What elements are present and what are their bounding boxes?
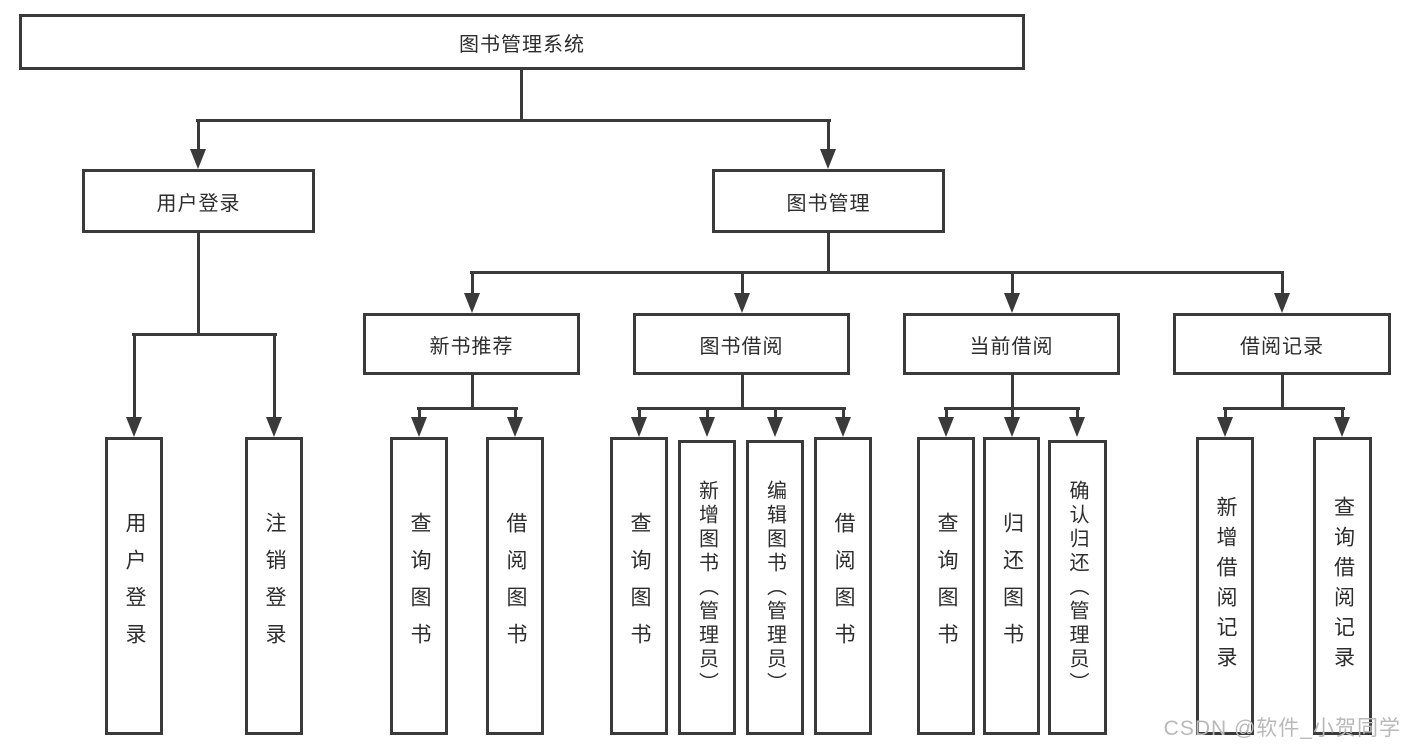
connector-line	[842, 408, 845, 418]
connector-line	[1341, 408, 1344, 418]
leaf-label: 查询借阅记录	[1331, 496, 1355, 676]
leaf-confirm-return-admin: 确认归还（管理员）	[1048, 440, 1107, 735]
leaf-label: 确认归还（管理员）	[1066, 479, 1088, 696]
leaf-add-borrow-record: 新增借阅记录	[1196, 437, 1254, 735]
arrow-down-icon	[734, 293, 750, 313]
connector-line	[133, 334, 136, 418]
node-root-system: 图书管理系统	[19, 14, 1025, 70]
connector-line	[827, 120, 830, 150]
connector-line	[417, 407, 518, 410]
leaf-borrow-books-recommend: 借阅图书	[486, 437, 544, 735]
connector-line	[827, 233, 830, 273]
connector-line	[470, 271, 1284, 274]
connector-line	[1076, 408, 1079, 418]
arrow-down-icon	[699, 417, 715, 437]
arrow-down-icon	[1004, 293, 1020, 313]
connector-line	[1224, 408, 1227, 418]
node-label: 图书管理	[786, 192, 871, 215]
leaf-label: 查询图书	[628, 512, 651, 660]
connector-line	[197, 120, 200, 150]
leaf-query-books-recommend: 查询图书	[390, 437, 448, 735]
connector-line	[1011, 375, 1014, 409]
arrow-down-icon	[631, 417, 647, 437]
node-label: 借阅记录	[1240, 335, 1324, 358]
connector-line	[471, 272, 474, 294]
connector-line	[1281, 272, 1284, 294]
leaf-label: 借阅图书	[504, 512, 527, 660]
connector-line	[196, 119, 831, 122]
connector-line	[741, 272, 744, 294]
leaf-logout: 注销登录	[245, 437, 303, 735]
connector-line	[273, 334, 276, 418]
connector-line	[706, 408, 709, 418]
connector-line	[1011, 272, 1014, 294]
arrow-down-icon	[266, 417, 282, 437]
node-borrowing-records: 借阅记录	[1173, 313, 1391, 375]
node-label: 图书借阅	[699, 335, 784, 358]
connector-line	[520, 69, 523, 121]
arrow-down-icon	[1274, 293, 1290, 313]
node-book-borrowing: 图书借阅	[633, 313, 850, 375]
node-new-book-recommendation: 新书推荐	[363, 313, 580, 375]
connector-line	[741, 375, 744, 409]
leaf-label: 借阅图书	[832, 512, 855, 660]
arrow-down-icon	[411, 417, 427, 437]
leaf-query-books-current: 查询图书	[917, 437, 975, 735]
arrow-down-icon	[938, 417, 954, 437]
node-label: 用户登录	[156, 192, 241, 215]
connector-line	[774, 408, 777, 418]
node-user-login: 用户登录	[82, 169, 315, 233]
connector-line	[1223, 407, 1345, 410]
leaf-label: 归还图书	[1000, 512, 1024, 660]
leaf-query-borrow-record: 查询借阅记录	[1313, 437, 1372, 735]
node-label: 图书管理系统	[459, 33, 585, 56]
connector-line	[471, 375, 474, 409]
leaf-edit-books-admin: 编辑图书（管理员）	[746, 440, 804, 735]
arrow-down-icon	[1069, 417, 1085, 437]
arrow-down-icon	[820, 149, 836, 169]
connector-line	[1281, 375, 1284, 409]
leaf-user-login: 用户登录	[105, 437, 163, 735]
csdn-watermark: CSDN @软件_小贺同学	[1163, 717, 1401, 740]
arrow-down-icon	[507, 417, 523, 437]
connector-line	[514, 408, 517, 418]
leaf-add-books-admin: 新增图书（管理员）	[678, 440, 736, 735]
arrow-down-icon	[767, 417, 783, 437]
connector-line	[1011, 408, 1014, 418]
leaf-label: 注销登录	[263, 512, 286, 660]
leaf-return-books: 归还图书	[983, 437, 1040, 735]
arrow-down-icon	[126, 417, 142, 437]
leaf-label: 新增图书（管理员）	[695, 479, 718, 696]
leaf-label: 编辑图书（管理员）	[763, 479, 786, 696]
connector-line	[637, 407, 846, 410]
leaf-borrow-books: 借阅图书	[814, 437, 872, 735]
arrow-down-icon	[1334, 417, 1350, 437]
leaf-query-books-borrow: 查询图书	[610, 437, 668, 735]
arrow-down-icon	[835, 417, 851, 437]
connector-line	[945, 408, 948, 418]
leaf-label: 查询图书	[935, 512, 958, 660]
leaf-label: 查询图书	[408, 512, 431, 660]
connector-line	[197, 233, 200, 335]
connector-line	[638, 408, 641, 418]
leaf-label: 新增借阅记录	[1214, 496, 1237, 676]
connector-line	[418, 408, 421, 418]
arrow-down-icon	[464, 293, 480, 313]
leaf-label: 用户登录	[123, 512, 146, 660]
node-label: 新书推荐	[429, 335, 514, 358]
node-current-borrowing: 当前借阅	[903, 313, 1120, 375]
arrow-down-icon	[190, 149, 206, 169]
arrow-down-icon	[1217, 417, 1233, 437]
node-label: 当前借阅	[969, 335, 1054, 358]
connector-line	[132, 333, 277, 336]
node-book-management: 图书管理	[712, 169, 945, 233]
arrow-down-icon	[1004, 417, 1020, 437]
